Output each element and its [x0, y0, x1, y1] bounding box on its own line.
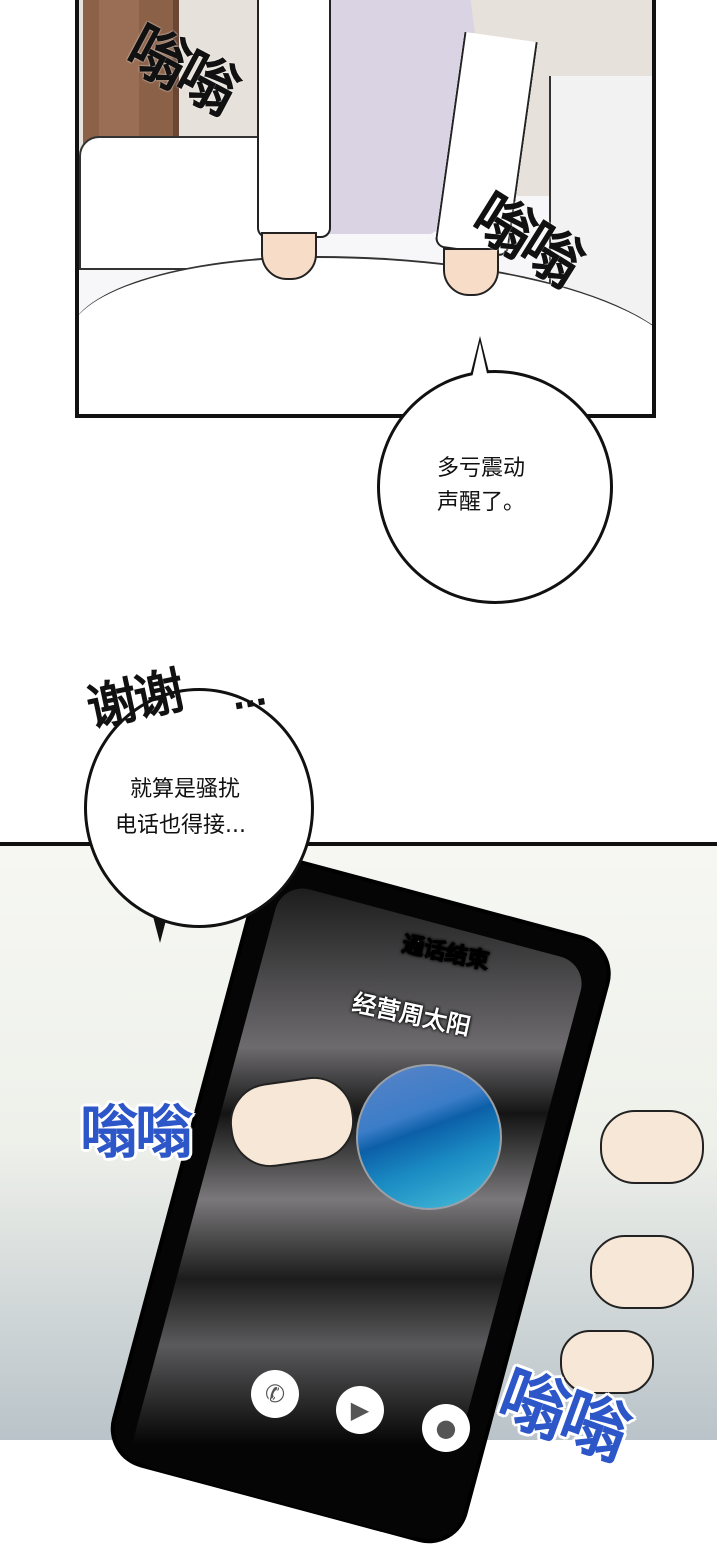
speech-bubble-2: [84, 688, 314, 928]
video-call-button[interactable]: ▶: [336, 1386, 384, 1434]
speech-bubble-tail-inner: [472, 342, 488, 378]
message-button[interactable]: ●: [422, 1404, 470, 1452]
video-camera-icon: ▶: [350, 1396, 370, 1424]
bubble-line: 多亏震动: [437, 456, 526, 481]
panel-bedroom: [75, 0, 656, 418]
bubble-line: 就算是骚扰: [130, 777, 241, 802]
panel-border: [0, 842, 717, 846]
bubble-line: 声醒了。: [437, 490, 526, 515]
pillow-right: [549, 76, 652, 326]
left-sleeve: [257, 0, 331, 238]
finger: [560, 1330, 654, 1394]
speech-bubble-2-text: 就算是骚扰 电话也得接...: [115, 772, 305, 844]
left-hand: [261, 232, 317, 280]
door-panel: [99, 0, 139, 156]
pillow-left: [79, 136, 283, 270]
speech-bubble-1-text: 多亏震动 声醒了。: [437, 452, 587, 520]
right-hand: [443, 248, 499, 296]
exclamation-dots: …: [228, 673, 270, 719]
speech-bubble-1: [377, 370, 613, 604]
answer-call-button[interactable]: [356, 1064, 502, 1210]
sfx-buzz-blue-left: 嗡嗡: [80, 1098, 193, 1166]
phone-icon: ✆: [264, 1380, 286, 1408]
finger: [600, 1110, 704, 1184]
message-icon: ●: [435, 1414, 457, 1442]
call-button[interactable]: ✆: [251, 1370, 299, 1418]
bubble-line: 电话也得接...: [115, 813, 246, 838]
finger: [590, 1235, 694, 1309]
